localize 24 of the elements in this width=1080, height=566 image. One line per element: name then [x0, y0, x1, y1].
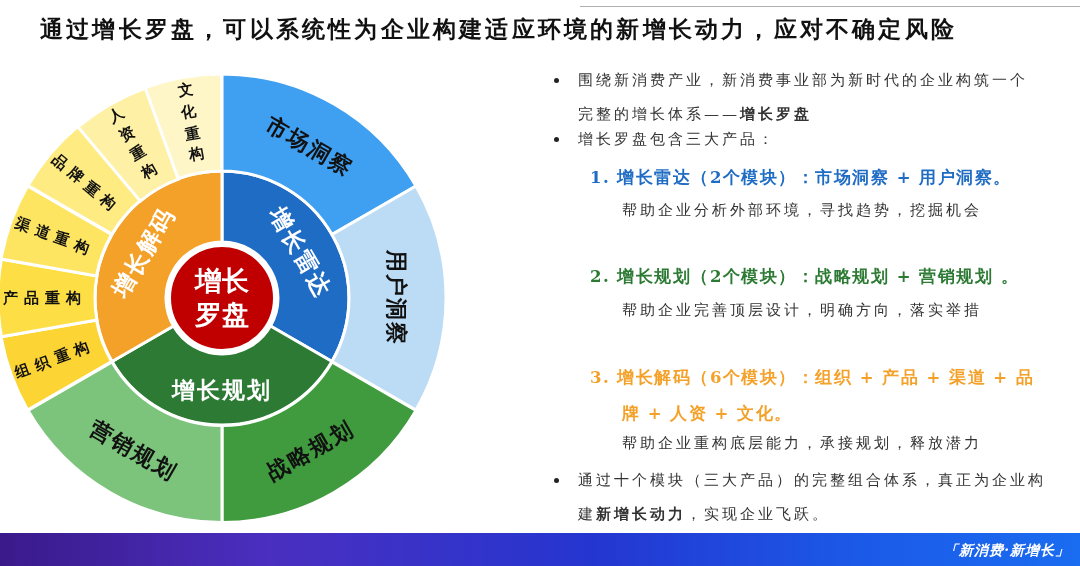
sector-label: 组织重构: [12, 336, 98, 381]
title: 通过增长罗盘，可以系统性为企业构建适应环境的新增长动力，应对不确定风险: [40, 14, 957, 44]
sector-label: 增长雷达: [265, 202, 338, 302]
sector-label: 用户洞察: [385, 250, 410, 346]
product-heading: 3. 增长解码（6个模块）：组织 + 产品 + 渠道 + 品牌 + 人资 + 文化。: [590, 367, 1036, 425]
product-heading: 2. 增长规划（2个模块）：战略规划 + 营销规划 。: [590, 266, 1020, 288]
product-heading: 1. 增长雷达（2个模块）：市场洞察 + 用户洞察。: [590, 167, 1013, 189]
sector-label: 营销规划: [86, 415, 182, 485]
sector-label: 文化重构: [176, 79, 207, 167]
center-label: 增长罗盘: [193, 264, 250, 332]
bullet-text: 增长罗盘包含三大产品：: [578, 129, 777, 150]
description-text: 帮助企业完善顶层设计，明确方向，落实举措: [622, 301, 983, 320]
sector-label: 战略规划: [262, 415, 358, 485]
bullet-text: 围绕新消费产业，新消费事业部为新时代的企业构筑一个完整的增长体系——增长罗盘: [578, 70, 1029, 125]
sector-label: 市场洞察: [262, 111, 358, 181]
description-text: 帮助企业分析外部环境，寻找趋势，挖掘机会: [622, 201, 983, 220]
sector-label: 产品重构: [2, 289, 87, 307]
sector-label: 增长规划: [172, 376, 272, 403]
sector-label: 渠道重构: [12, 215, 98, 260]
ring-sector: [222, 361, 416, 522]
description-text: 帮助企业重构底层能力，承接规划，释放潜力: [622, 434, 983, 453]
ring-sector: [332, 186, 446, 410]
slogan-text: 「新消费·新增长」: [943, 541, 1070, 560]
bullet-text: 通过十个模块（三大产品）的完整组合体系，真正为企业构建新增长动力，实现企业飞跃。: [578, 470, 1047, 525]
